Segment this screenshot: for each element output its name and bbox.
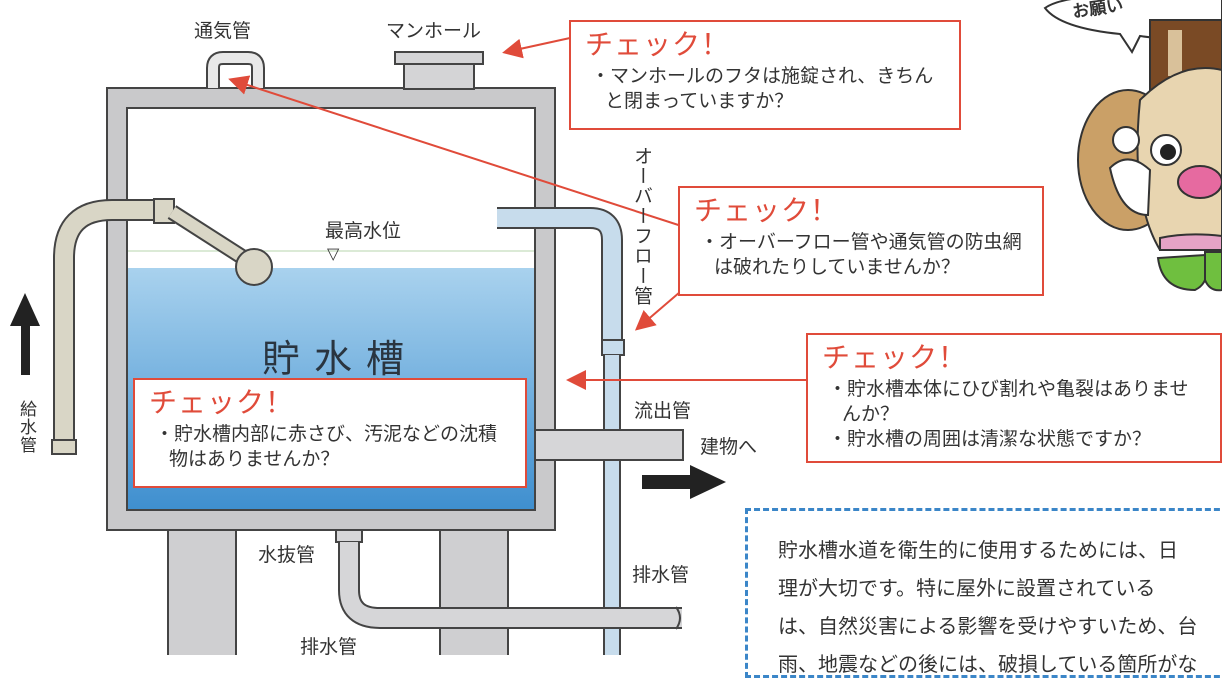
to-building-label: 建物へ: [700, 436, 758, 458]
tank-leg-left: [167, 527, 237, 655]
max-water-level-label: 最高水位: [325, 220, 402, 242]
arrow-to-vent: [228, 75, 701, 233]
arrow-to-manhole: [502, 37, 571, 59]
info-box: 貯水槽水道を衛生的に使用するためには、日 理が大切です。特に屋外に設置されている…: [745, 508, 1222, 678]
check-item: オーバーフロー管や通気管の防虫網は破れたりしていませんか？: [694, 230, 1028, 280]
outflow-pipe-shape: [534, 429, 684, 461]
drain-pipe-right-label: 排水管: [632, 564, 690, 586]
outflow-pipe-label: 流出管: [634, 400, 692, 422]
check-item: 貯水槽本体にひび割れや亀裂はありませんか？: [822, 377, 1206, 427]
manhole-shaft: [403, 61, 475, 90]
info-line: 貯水槽水道を衛生的に使用するためには、日: [778, 538, 1178, 562]
check-title: チェック！: [822, 341, 968, 374]
info-line: は、自然災害による影響を受けやすいため、台: [778, 614, 1198, 638]
arrow-to-overflow: [634, 291, 681, 331]
check-item: マンホールのフタは施錠され、きちんと閉まっていますか？: [585, 64, 945, 114]
vent-pipe-label: 通気管: [194, 20, 252, 42]
check-tank-interior: チェック！ 貯水槽内部に赤さび、汚泥などの沈積物はありませんか？: [133, 378, 527, 488]
supply-pipe-label: 給水管: [16, 400, 36, 454]
check-item: 貯水槽の周囲は清潔な状態ですか？: [822, 427, 1206, 452]
check-title: チェック！: [149, 386, 295, 419]
info-line: 雨、地震などの後には、破損している箇所がな: [778, 652, 1198, 676]
overflow-pipe-label: オーバーフロー管: [631, 146, 653, 306]
check-item: 貯水槽内部に赤さび、汚泥などの沈積物はありませんか？: [149, 422, 511, 472]
check-tank-exterior: チェック！ 貯水槽本体にひび割れや亀裂はありませんか？ 貯水槽の周囲は清潔な状態…: [806, 333, 1222, 463]
check-overflow: チェック！ オーバーフロー管や通気管の防虫網は破れたりしていませんか？: [678, 186, 1044, 296]
mascot-character: [1043, 0, 1222, 292]
float-ball: [235, 248, 273, 286]
tank-title: 貯水槽: [262, 337, 419, 381]
max-water-level-mark: ▽: [327, 244, 340, 263]
check-manhole: チェック！ マンホールのフタは施錠され、きちんと閉まっていますか？: [569, 20, 961, 130]
info-line: 理が大切です。特に屋外に設置されている: [778, 576, 1156, 600]
check-title: チェック！: [694, 194, 840, 227]
tank-leg-right: [439, 527, 509, 655]
drain-pipe-bottom-label: 排水管: [300, 636, 358, 658]
manhole-lid: [394, 51, 484, 65]
check-title: チェック！: [585, 28, 731, 61]
drain-valve-pipe-label: 水抜管: [258, 544, 316, 566]
manhole-label: マンホール: [386, 20, 482, 42]
to-building-arrow: [690, 465, 726, 499]
supply-up-arrow: [10, 293, 40, 326]
